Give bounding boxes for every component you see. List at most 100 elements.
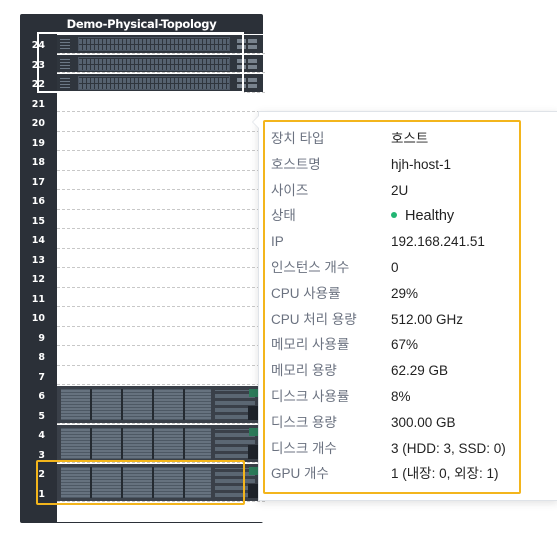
rack-slot[interactable] <box>57 249 265 268</box>
tooltip-row-value: 8% <box>391 389 411 404</box>
status-dot-icon <box>391 211 397 218</box>
tooltip-row: 상태 Healthy <box>271 206 551 226</box>
tooltip-row: 디스크 사용률 8% <box>271 387 551 407</box>
rack-unit-label: 6 <box>38 391 45 402</box>
tooltip-row-value: 192.168.241.51 <box>391 234 485 250</box>
rack-unit-label: 10 <box>31 313 45 324</box>
rack-slot[interactable] <box>57 210 265 229</box>
rack-slot[interactable] <box>57 346 265 366</box>
rack-slot[interactable] <box>57 288 265 307</box>
tooltip-row-value: 2U <box>391 182 409 198</box>
tooltip-row-label: IP <box>271 234 284 250</box>
rack-slot[interactable] <box>57 405 265 424</box>
switch-device[interactable] <box>57 54 263 72</box>
rack-slot[interactable] <box>57 112 265 132</box>
switch-uplinks <box>237 78 257 88</box>
tooltip-row: 메모리 사용률 67% <box>271 335 551 355</box>
rack-unit-label: 17 <box>31 176 45 188</box>
rack-slot[interactable] <box>57 366 265 385</box>
rack-slot[interactable] <box>57 190 265 210</box>
switch-ports <box>78 37 230 51</box>
tooltip-row-value: hjh-host-1 <box>391 156 452 172</box>
tooltip-row-label: 디스크 용량 <box>271 414 337 430</box>
rack-slot[interactable] <box>57 171 265 190</box>
tooltip-row-label: 호스트명 <box>271 156 321 172</box>
rack-unit-label: 8 <box>38 352 45 363</box>
host-device-selected[interactable] <box>57 464 263 501</box>
rack-title: Demo-Physical-Topology <box>66 17 217 31</box>
tooltip-row-label: 메모리 사용률 <box>271 337 350 353</box>
rack-slot[interactable] <box>57 151 265 171</box>
status-text: Healthy <box>405 208 455 225</box>
tooltip-row-value: 1 (내장: 0, 외장: 1) <box>391 466 499 482</box>
power-module <box>248 484 260 498</box>
rack-slot[interactable] <box>57 132 265 151</box>
tooltip-row-label: 사이즈 <box>271 182 309 198</box>
tooltip-row-label: 디스크 사용률 <box>271 389 350 404</box>
rack-unit-label: 4 <box>38 430 45 441</box>
rack-slot[interactable] <box>57 54 265 73</box>
rack-unit-label: 16 <box>31 196 45 207</box>
tooltip-row-label: 메모리 용량 <box>271 363 337 379</box>
rack-slot[interactable] <box>57 444 265 463</box>
tooltip-row: 사이즈 2U <box>271 181 551 201</box>
rack-slots <box>57 34 265 522</box>
tooltip-row-label: 디스크 개수 <box>271 440 337 456</box>
tooltip-row: 메모리 용량 62.29 GB <box>271 361 551 381</box>
drive-bays <box>61 389 211 420</box>
selected-host-highlight <box>36 460 245 505</box>
tooltip-row: GPU 개수 1 (내장: 0, 외장: 1) <box>271 464 551 484</box>
status-led-icon <box>249 467 259 475</box>
switch-device[interactable] <box>57 74 263 92</box>
rack-unit-label: 11 <box>31 293 45 305</box>
tooltip-row-value: 29% <box>391 285 419 301</box>
switch-device[interactable] <box>57 35 263 53</box>
rack-slot[interactable] <box>57 307 265 327</box>
rack-unit-label: 5 <box>38 410 45 422</box>
power-module <box>248 445 260 459</box>
rack-unit-label: 19 <box>31 137 45 149</box>
rack-slot[interactable] <box>57 93 265 112</box>
switch-group-outline <box>37 32 244 93</box>
rack-slot[interactable] <box>57 229 265 249</box>
status-led-icon <box>249 428 259 436</box>
switch-ports <box>78 56 230 71</box>
rack-unit-label: 21 <box>31 98 45 110</box>
rack-slot[interactable] <box>57 483 265 502</box>
tooltip-row: 디스크 용량 300.00 GB <box>271 413 551 433</box>
host-device[interactable] <box>57 386 263 423</box>
rack-unit-label: 1 <box>38 488 45 500</box>
tooltip-row-value: 67% <box>391 337 419 353</box>
tooltip-row-label: GPU 개수 <box>271 466 329 482</box>
tooltip-row-label: CPU 사용률 <box>271 285 341 301</box>
switch-vent <box>60 78 70 88</box>
tooltip-row-value: 512.00 GHz <box>391 311 464 327</box>
switch-uplinks <box>237 39 257 49</box>
tooltip-row-label: CPU 처리 용량 <box>271 311 357 327</box>
tooltip-row-label: 상태 <box>271 208 296 224</box>
tooltip-row-value: 0 <box>391 260 399 275</box>
rack-unit-label: 13 <box>31 254 45 266</box>
tooltip-row: CPU 처리 용량 512.00 GHz <box>271 310 551 330</box>
tooltip-row-value: 300.00 GB <box>391 414 456 430</box>
tooltip-frame <box>263 120 521 494</box>
rack-unit-label: 18 <box>31 157 45 168</box>
switch-ports <box>78 76 230 90</box>
tooltip-row-label: 인스턴스 개수 <box>271 260 350 275</box>
rack-slot[interactable] <box>57 34 265 54</box>
rack-unit-label: 3 <box>38 449 45 461</box>
drive-bays <box>61 428 211 459</box>
switch-uplinks <box>237 58 257 69</box>
power-module <box>248 406 260 420</box>
tooltip-row-value: 62.29 GB <box>391 363 449 379</box>
host-device[interactable] <box>57 425 263 462</box>
rack-slot[interactable] <box>57 268 265 288</box>
rack-unit-label: 9 <box>38 332 45 344</box>
rack-slot[interactable] <box>57 327 265 346</box>
rack-unit-label: 2 <box>38 469 45 480</box>
switch-vent <box>60 39 70 49</box>
